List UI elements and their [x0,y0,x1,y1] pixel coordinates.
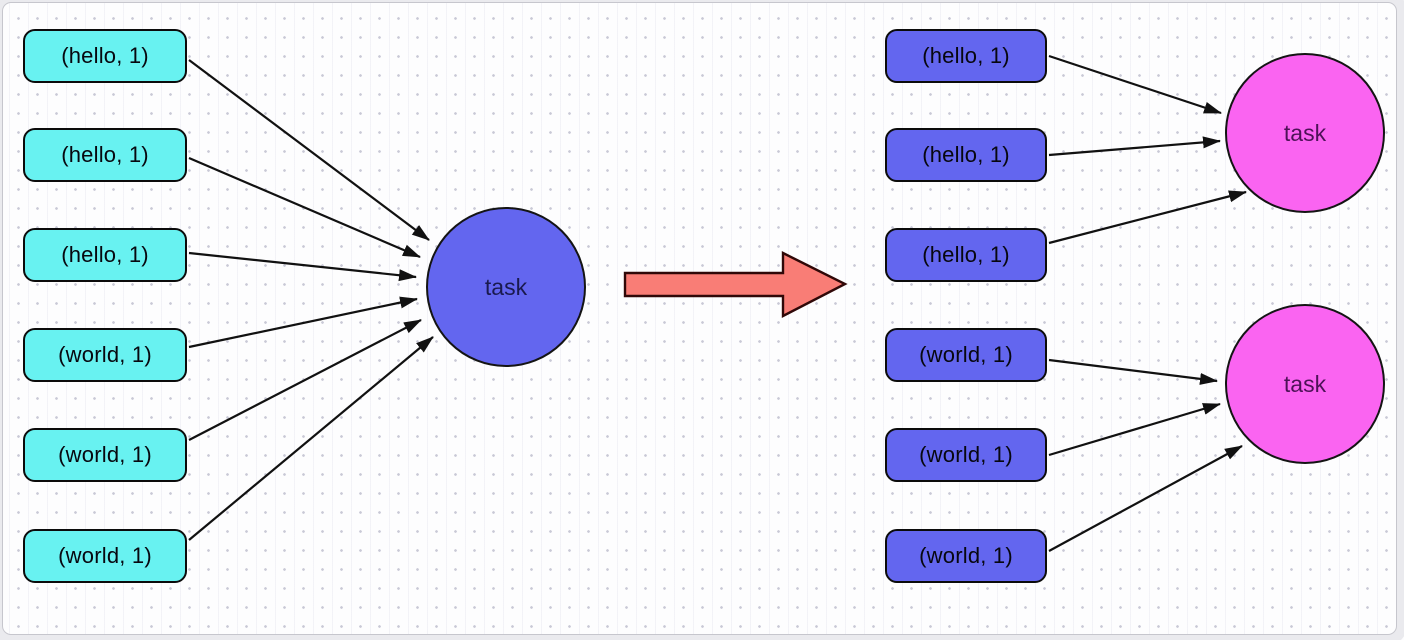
record-label: (hello, 1) [61,142,149,167]
after-record-1[interactable]: (hello, 1) [885,128,1047,182]
record-label: (hello, 1) [922,242,1010,267]
after-record-3[interactable]: (world, 1) [885,328,1047,382]
record-label: (hello, 1) [922,142,1010,167]
after-record-5[interactable]: (world, 1) [885,529,1047,583]
right-block-arrow-icon [623,251,848,318]
record-label: (hello, 1) [922,43,1010,68]
after-task-circle-0[interactable]: task [1225,53,1385,213]
task-label: task [484,273,528,300]
edge-before-4 [188,319,422,441]
edge-before-5 [188,336,434,541]
edge-after-2 [1048,190,1247,245]
record-label: (world, 1) [919,442,1013,467]
after-record-2[interactable]: (hello, 1) [885,228,1047,282]
transform-arrow[interactable] [620,248,850,320]
before-record-4[interactable]: (world, 1) [23,428,187,482]
edge-after-5 [1048,445,1243,552]
record-label: (world, 1) [919,543,1013,568]
after-record-4[interactable]: (world, 1) [885,428,1047,482]
before-record-3[interactable]: (world, 1) [23,328,187,382]
edge-before-1 [188,156,421,259]
before-record-1[interactable]: (hello, 1) [23,128,187,182]
task-label: task [1283,370,1327,397]
record-label: (world, 1) [58,342,152,367]
edge-after-1 [1048,136,1221,157]
edge-after-0 [1048,54,1222,115]
task-label: task [1283,119,1327,146]
edge-before-3 [188,296,418,349]
before-record-0[interactable]: (hello, 1) [23,29,187,83]
before-task-circle[interactable]: task [426,207,586,367]
after-record-0[interactable]: (hello, 1) [885,29,1047,83]
record-label: (world, 1) [58,543,152,568]
record-label: (world, 1) [919,342,1013,367]
edge-after-4 [1048,402,1221,457]
record-label: (world, 1) [58,442,152,467]
record-label: (hello, 1) [61,43,149,68]
edge-after-3 [1048,358,1218,385]
edge-before-0 [188,59,430,241]
before-record-5[interactable]: (world, 1) [23,529,187,583]
edge-before-2 [188,251,417,282]
before-record-2[interactable]: (hello, 1) [23,228,187,282]
after-task-circle-1[interactable]: task [1225,304,1385,464]
record-label: (hello, 1) [61,242,149,267]
